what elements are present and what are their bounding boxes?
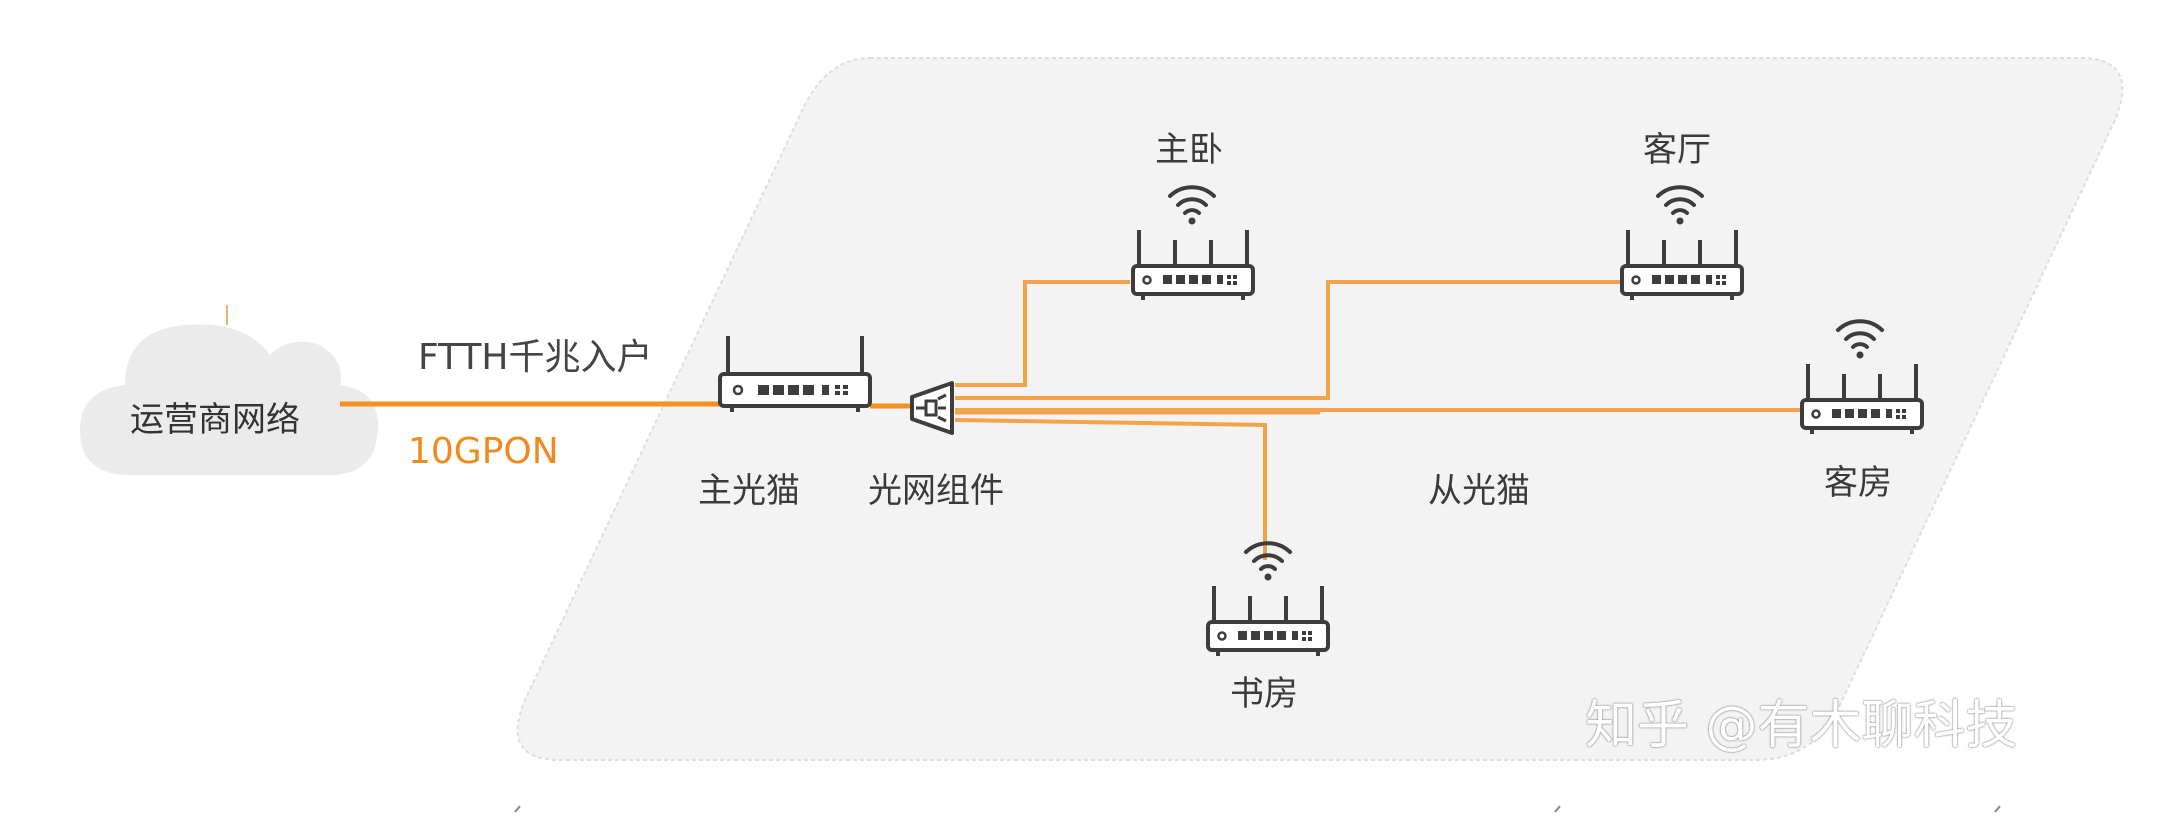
main-modem-router-icon — [718, 336, 872, 412]
guest-room-label: 客房 — [1824, 463, 1892, 503]
fiber-branches — [954, 280, 1802, 560]
pon-label: 10GPON — [408, 431, 559, 472]
cloud-icon — [80, 305, 379, 475]
ftth-label: FTTH千兆入户 — [418, 337, 653, 378]
splitter-icon — [910, 381, 954, 435]
optical-component-label: 光网组件 — [868, 471, 1004, 511]
sub-modem-label: 从光猫 — [1428, 471, 1530, 511]
cloud-label: 运营商网络 — [130, 400, 300, 440]
study-label: 书房 — [1230, 674, 1298, 714]
master-bedroom-label: 主卧 — [1155, 130, 1223, 170]
living-room-label: 客厅 — [1643, 130, 1711, 170]
main-modem-label: 主光猫 — [698, 471, 800, 511]
watermark: 知乎 @有木聊科技 — [1585, 696, 2018, 756]
